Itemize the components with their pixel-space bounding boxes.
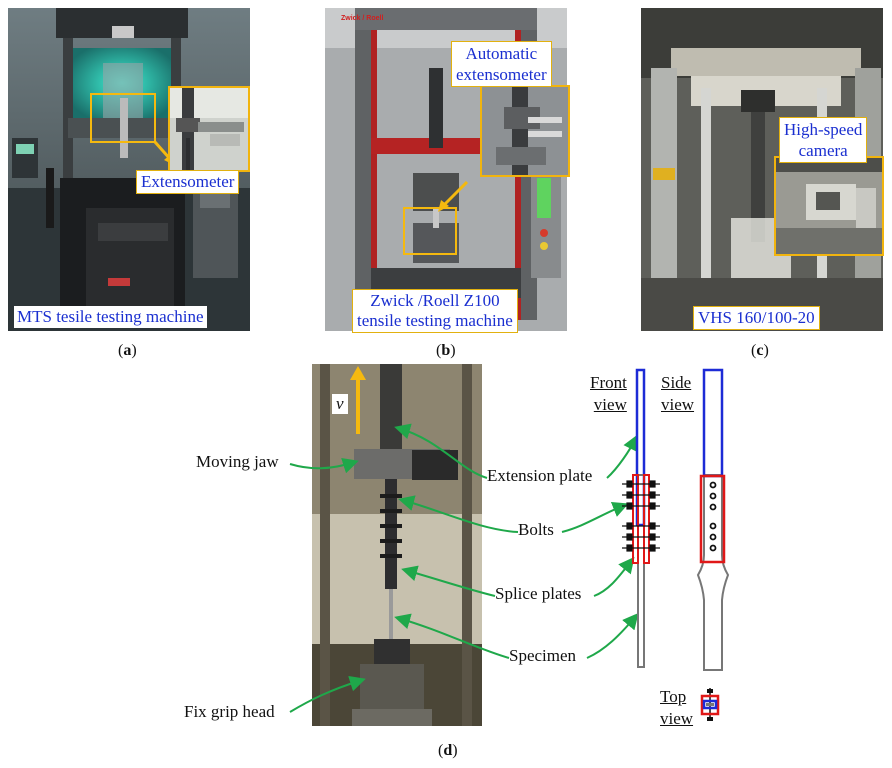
leader-bolts-diagram: [561, 502, 629, 533]
brand-text: Zwick / Roell: [341, 15, 384, 22]
leader-extension-plate-diagram: [606, 434, 638, 479]
mts-machine-label: MTS tesile testing machine: [14, 306, 207, 328]
front-specimen: [637, 474, 645, 668]
side-bolt-holes: [709, 481, 717, 552]
velocity-label: v: [332, 394, 348, 414]
splice-plates-label: Splice plates: [495, 584, 582, 603]
leader-fix-grip-head: [289, 675, 366, 713]
front-splice-left: [632, 474, 639, 564]
front-extension-plate: [635, 368, 646, 527]
auto-extensometer-label: Automatic extensometer: [451, 41, 552, 87]
extension-plate-label: Extension plate: [487, 466, 593, 485]
specimen-schematic: [622, 368, 730, 721]
leader-splice-plates: [401, 565, 496, 597]
caption-a: (a): [118, 342, 137, 359]
panel-b-inset: [480, 85, 570, 177]
zwick-machine-label: Zwick /Roell Z100 tensile testing machin…: [352, 289, 518, 333]
leader-moving-jaw: [289, 458, 359, 474]
extensometer-label: Extensometer: [136, 170, 240, 194]
front-bolts: [622, 480, 660, 552]
specimen-label: Specimen: [509, 646, 577, 665]
panel-c-inset: [774, 156, 884, 256]
vhs-machine-label: VHS 160/100-20: [693, 306, 820, 330]
caption-c: (c): [751, 342, 769, 359]
side-splice-plate: [699, 474, 726, 564]
top-view-shape: [700, 688, 720, 721]
panel-a-inset: [168, 86, 250, 172]
high-speed-camera-label: High-speed camera: [779, 117, 868, 163]
front-splice-right: [643, 474, 650, 564]
panel-d-photo: v: [312, 364, 482, 726]
side-view-label: Side view: [661, 373, 695, 414]
leader-specimen: [394, 613, 510, 659]
leader-extension-plate: [394, 423, 488, 479]
leader-specimen-diagram: [586, 612, 639, 659]
front-view-label: Front view: [590, 373, 627, 414]
caption-d: (d): [438, 742, 458, 759]
leader-splice-plates-diagram: [593, 556, 635, 597]
moving-jaw-label: Moving jaw: [196, 452, 279, 471]
side-specimen-outline: [696, 474, 730, 671]
fix-grip-head-label: Fix grip head: [184, 702, 275, 721]
top-view-label: Top view: [660, 687, 694, 728]
leader-bolts: [398, 495, 519, 533]
caption-b: (b): [436, 342, 456, 359]
bolts-label: Bolts: [518, 520, 554, 539]
side-extension-plate: [702, 368, 724, 478]
